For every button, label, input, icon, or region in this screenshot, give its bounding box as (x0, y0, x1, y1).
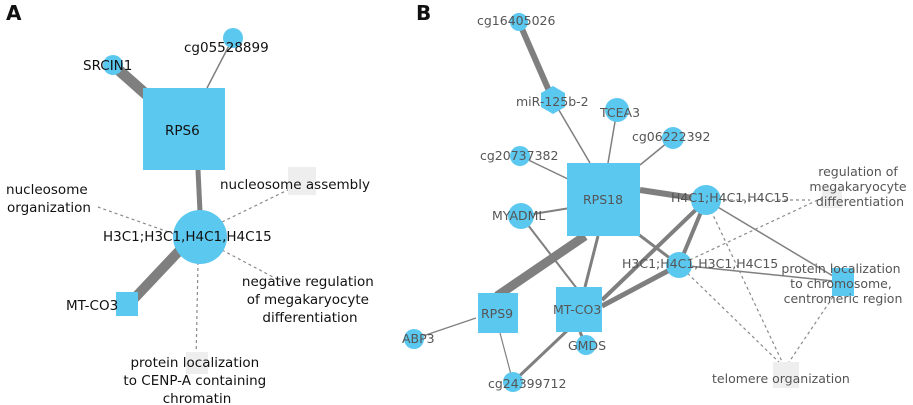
label-protein-localization: protein localization to CENP-A containin… (123, 355, 270, 405)
edge-mir125b2-rps18 (552, 99, 591, 164)
node-h3c1[interactable] (173, 210, 227, 264)
edge-h3c1-mtco3 (600, 262, 681, 309)
label-myadml: MYADML (492, 208, 545, 223)
edge-h4c1-protein-loc (705, 199, 844, 283)
label-tcea3: TCEA3 (599, 105, 640, 120)
node-mir125b2[interactable] (541, 86, 565, 114)
dash-h3c1-nucleosome-assembly (221, 183, 301, 223)
term-telomere-organization[interactable] (773, 362, 799, 388)
node-abp3[interactable] (404, 329, 424, 349)
edge-cg16405026-mir125b2 (516, 20, 556, 102)
node-mtco3[interactable] (556, 287, 602, 332)
label-gmds: GMDS (568, 338, 606, 353)
label-rps6: RPS6 (165, 123, 200, 139)
edge-h3c1-mtco3 (126, 246, 184, 307)
label-cg16405026: cg16405026 (477, 13, 555, 28)
node-protein-localization[interactable] (832, 268, 854, 296)
node-myadml[interactable] (508, 203, 534, 229)
node-gmds[interactable] (576, 335, 596, 355)
edge-rps9-abp3 (413, 317, 477, 340)
dash-h3c1-telomere (678, 264, 786, 369)
label-h3c1: H3C1;H3C1,H4C1,H4C15 (103, 229, 272, 245)
dash-protein-loc-telomere (784, 281, 844, 369)
edge-h4c1-mtco3 (600, 198, 708, 302)
node-rps6[interactable] (143, 88, 225, 170)
label-srcin1: SRCIN1 (83, 58, 132, 74)
label-cg06222392: cg06222392 (632, 129, 710, 144)
label-regulation-megakaryocyte: regulation of megakaryocyte differentiat… (809, 164, 910, 209)
label-cg24399712: cg24399712 (488, 376, 566, 391)
dash-h3c1-nucleosome-org (97, 206, 175, 235)
dash-h4c1-telomere (705, 199, 786, 369)
node-rps9[interactable] (478, 293, 518, 333)
edge-rps18-rps9 (494, 232, 588, 300)
label-protein-localization-b: protein localization to chromosome, cent… (781, 261, 904, 306)
node-h4c1[interactable] (691, 185, 721, 215)
term-nucleosome-assembly[interactable] (288, 167, 316, 195)
label-nucleosome-organization: nucleosome organization (6, 182, 92, 216)
panel-b-labels: cg16405026 miR-125b-2 TCEA3 cg06222392 c… (402, 13, 910, 391)
edge-myadml-mtco3 (520, 215, 579, 291)
dash-h3c1-neg-reg (221, 249, 291, 287)
label-cg05528899: cg05528899 (184, 40, 269, 56)
label-abp3: ABP3 (402, 331, 435, 346)
term-protein-localization[interactable] (186, 352, 208, 374)
term-regulation-megakaryocyte[interactable] (822, 188, 842, 208)
edge-h3c1-protein-loc (678, 264, 844, 283)
dash-h3c1-reg-mk (678, 197, 823, 266)
label-h3c1: H3C1;H4C1,H3C1,H4C15 (622, 256, 778, 271)
label-mir125b2: miR-125b-2 (516, 94, 589, 109)
panel-a-nodes (103, 28, 316, 374)
label-h4c1: H4C1;H4C1,H4C15 (671, 190, 789, 205)
panel-b-label: B (416, 1, 431, 25)
label-negative-regulation: negative regulation of megakaryocyte dif… (242, 274, 378, 326)
node-cg16405026[interactable] (510, 13, 528, 31)
panel-a-label: A (6, 1, 22, 25)
label-mtco3: MT-CO3 (553, 302, 601, 317)
node-mtco3[interactable] (116, 292, 138, 316)
node-cg06222392[interactable] (662, 127, 684, 149)
node-srcin1[interactable] (103, 55, 123, 75)
node-cg20737382[interactable] (510, 146, 530, 166)
label-cg20737382: cg20737382 (480, 148, 558, 163)
panel-b-edges (413, 20, 844, 384)
panel-b-nodes (404, 13, 854, 392)
label-rps18: RPS18 (583, 192, 623, 207)
edge-rps18-mtco3 (583, 235, 600, 288)
panel-a-labels: SRCIN1 cg05528899 RPS6 H3C1;H3C1,H4C1,H4… (6, 40, 378, 405)
label-telomere: telomere organization (712, 371, 850, 386)
dash-h3c1-protein-loc (195, 261, 199, 363)
edge-mtco3-cg24399712 (511, 326, 572, 384)
label-mtco3: MT-CO3 (66, 298, 118, 314)
label-rps9: RPS9 (481, 306, 513, 321)
node-cg05528899[interactable] (223, 28, 243, 48)
label-nucleosome-assembly: nucleosome assembly (220, 177, 370, 193)
node-h3c1[interactable] (666, 252, 692, 278)
node-tcea3[interactable] (605, 98, 629, 122)
edge-rps6-h3c1 (195, 169, 203, 213)
node-cg24399712[interactable] (503, 372, 523, 392)
node-rps18[interactable] (567, 163, 640, 236)
